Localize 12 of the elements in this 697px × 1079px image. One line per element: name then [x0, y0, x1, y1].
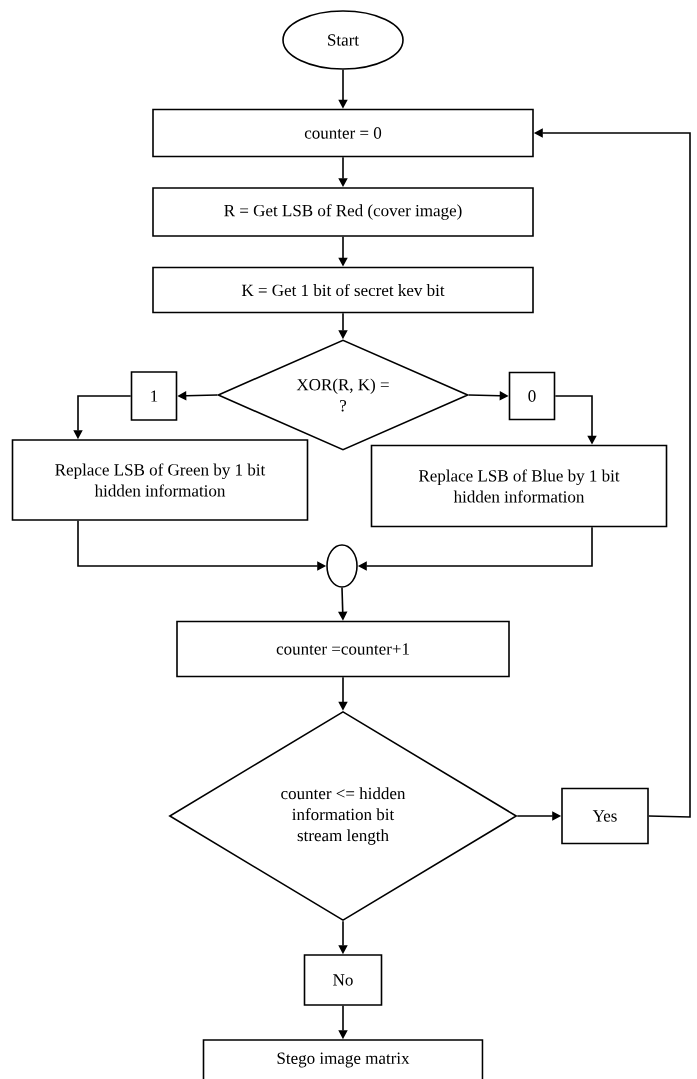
connector-circle [326, 544, 358, 588]
process-box: Replace LSB of Green by 1 bit hidden information [11, 439, 309, 521]
process-box: Replace LSB of Blue by 1 bit hidden information [370, 444, 668, 528]
branch-label-box: No [303, 954, 383, 1006]
branch-label-box: Yes [561, 787, 649, 845]
process-box: counter =counter+1 [176, 620, 510, 678]
branch-label-box: 1 [130, 371, 178, 421]
process-box: K = Get 1 bit of secret kev bit [152, 266, 534, 314]
output-box: Stego image matrix [202, 1039, 484, 1079]
process-box: counter = 0 [152, 108, 534, 158]
process-box: R = Get LSB of Red (cover image) [152, 187, 534, 237]
branch-label-box: 0 [508, 371, 556, 421]
